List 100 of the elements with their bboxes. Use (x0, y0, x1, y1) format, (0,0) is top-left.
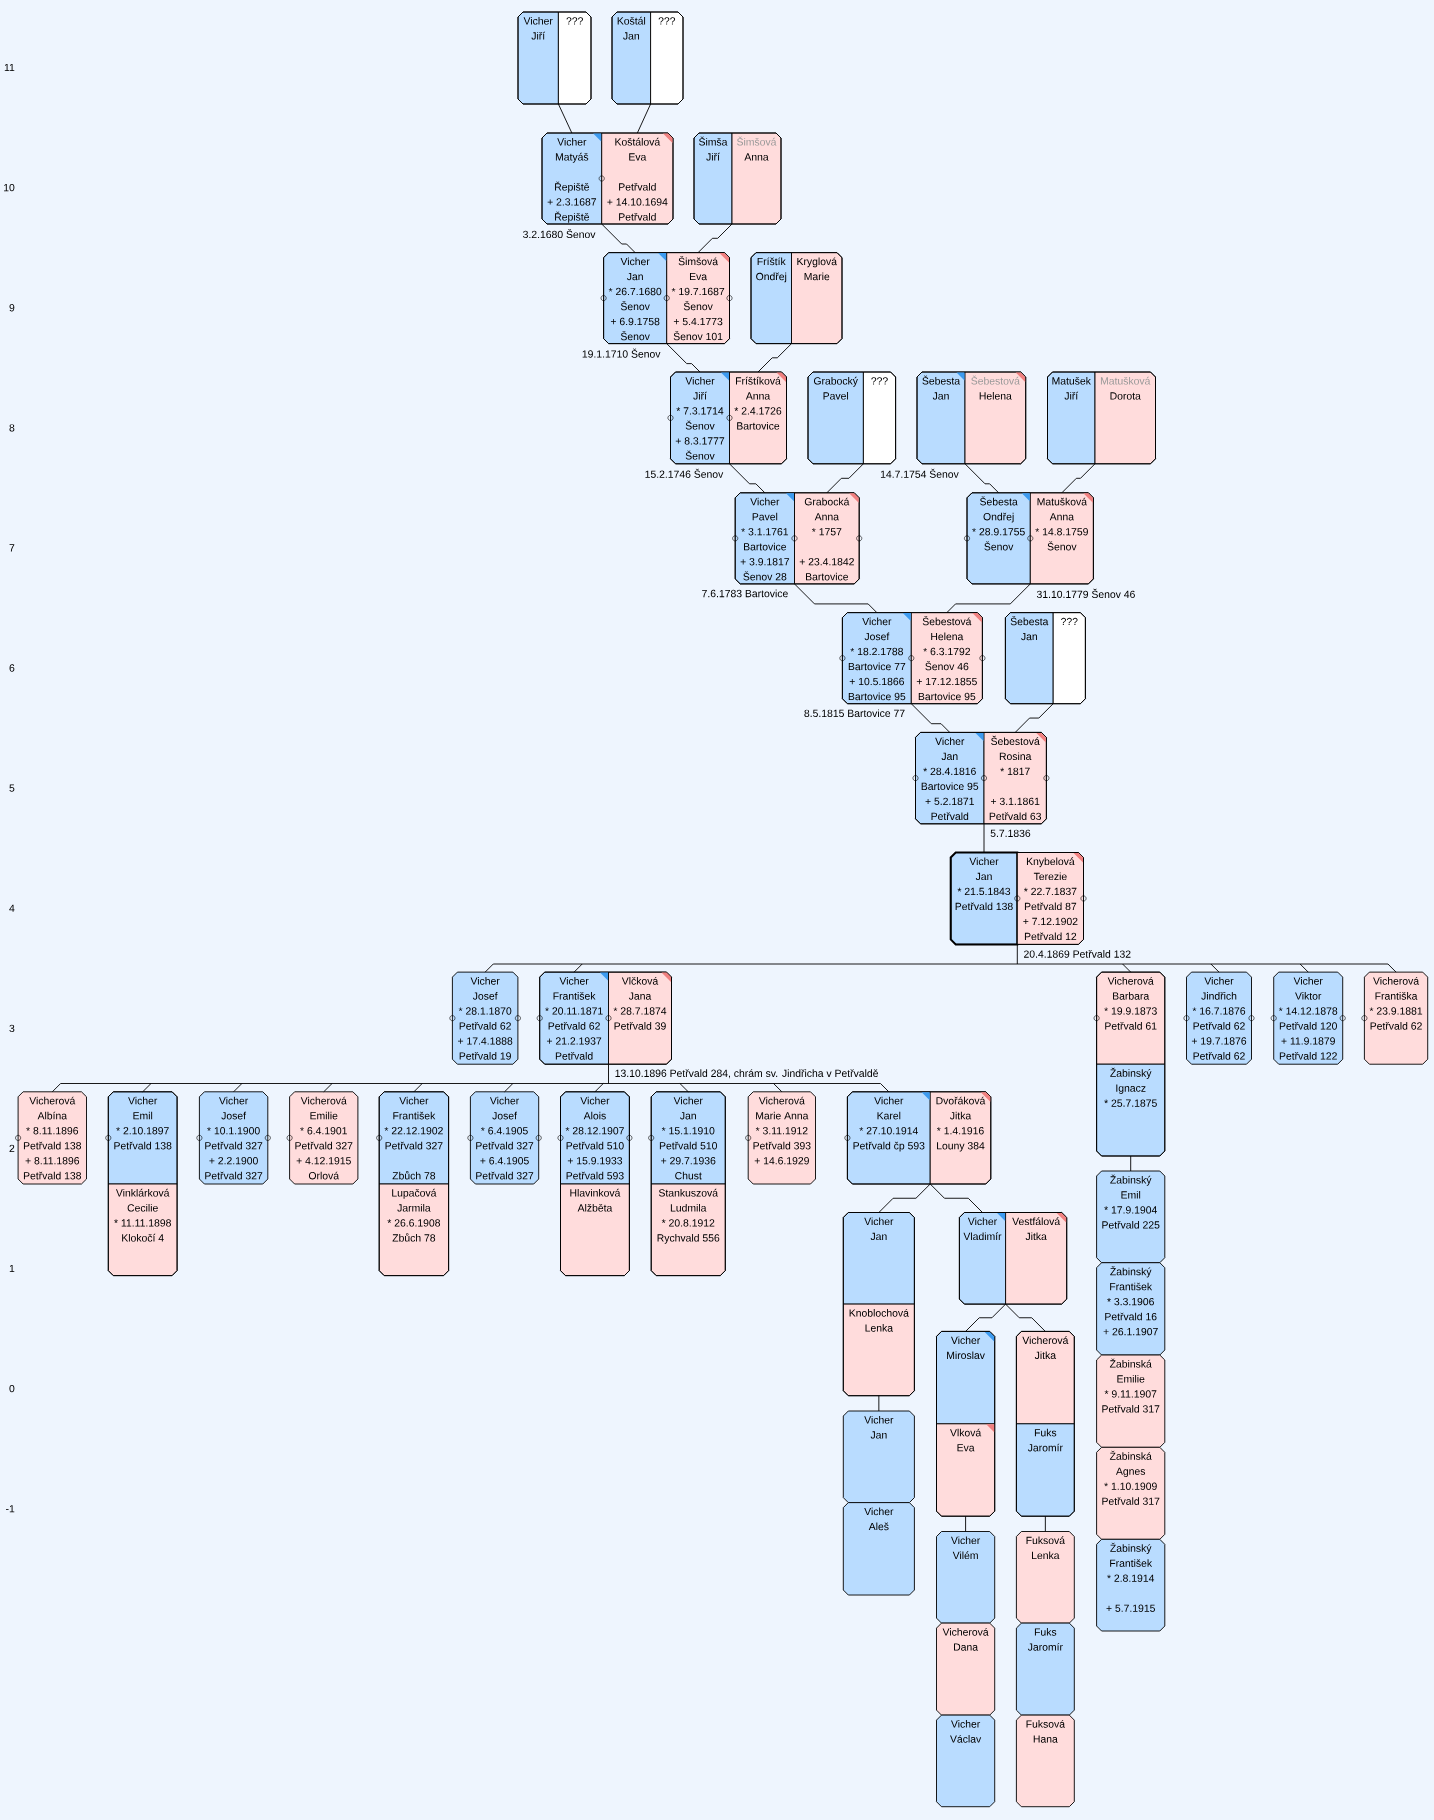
connector-line (1299, 963, 1309, 973)
person-box: Vestfálová Jitka (1005, 1212, 1068, 1305)
connector-line (504, 1083, 514, 1093)
person-box: Vicher Jan (842, 1410, 915, 1504)
date-label: 19.1.1710 Šenov (582, 348, 661, 358)
generation-number: 5 (9, 784, 15, 792)
person-box: Fríštík Ondřej (750, 252, 792, 345)
person-box: ??? (557, 11, 592, 105)
person-box: Fríštíková Anna * 2.4.1726 Bartovice (729, 371, 787, 465)
person-box: Vinklárková Cecilie * 11.11.1898 Klokočí 4 (107, 1183, 178, 1277)
generation-number: 11 (4, 63, 15, 72)
couple-box (846, 1091, 992, 1185)
connector-line (601, 223, 636, 254)
person-box: Vicher Jan * 28.4.1816 Bartovice 95 + 5.2.1871 Petřvald (915, 731, 985, 825)
connector-line (557, 103, 573, 134)
couple-box (966, 492, 1094, 585)
connector-line (929, 1183, 983, 1213)
person-box: Vicher Jan * 26.7.1680 Šenov + 6.9.1758 Šenov (603, 252, 668, 345)
connector-line (413, 1083, 423, 1093)
person-box: Vicher Karel * 27.10.1914 Petřvald čp 593 (846, 1091, 931, 1185)
person-box: Fuks Jaromír (1015, 1622, 1075, 1716)
person-box: ??? (1052, 612, 1086, 705)
person-box: Kryglová Marie (791, 252, 843, 345)
connector-line (878, 1395, 880, 1412)
date-label: 13.10.1896 Petřvald 284, chrám sv. Jindřicha v Petřvaldě (615, 1069, 878, 1079)
couple-box (1015, 1330, 1075, 1517)
person-box: Žabinská Emilie * 9.11.1907 Petřvald 317 (1096, 1354, 1166, 1448)
connector-line (60, 1063, 881, 1084)
connector-line (946, 583, 1031, 614)
person-box: Stankuszová Ludmila * 20.8.1912 Rychvald 556 (650, 1183, 726, 1277)
connector-line (636, 103, 652, 134)
person-box: Vicherová Albína * 8.11.1896 Petřvald 138 + 8.11.1896 Petřvald 138 (17, 1091, 87, 1185)
person-box: Vicherová Barbara * 19.9.1873 Petřvald 61 (1096, 971, 1166, 1065)
connector-line (983, 823, 985, 853)
connector-line (1044, 1515, 1046, 1532)
person-box: Vicher Pavel * 3.1.1761 Bartovice + 3.9.1817 Šenov 28 (734, 492, 795, 585)
generation-number: 0 (9, 1384, 15, 1393)
connector-line (679, 1083, 689, 1093)
person-box: Matušková Anna * 14.8.1759 Šenov (1029, 492, 1094, 585)
couple-box (750, 252, 843, 345)
person-box: ??? (862, 371, 897, 465)
connector-line (910, 703, 951, 733)
person-box: Vicher Vilém (936, 1531, 996, 1624)
person-box: Koštál Jan (611, 11, 652, 105)
person-box: Vicher Václav (936, 1714, 996, 1808)
generation-number: 6 (9, 664, 15, 672)
person-box: Grabocká Anna * 1757 + 23.4.1842 Bartovice (794, 492, 860, 585)
couple-box (841, 612, 983, 705)
couple-box (958, 1212, 1068, 1305)
person-box: Vicher Jan * 21.5.1843 Petřvald 138 (949, 851, 1019, 946)
connector-line (1005, 1303, 1046, 1332)
couple-box (950, 852, 1084, 945)
generation-number: 3 (9, 1024, 15, 1032)
couple-box (1047, 371, 1156, 465)
connector-line (1387, 963, 1397, 973)
person-box: Hlavinková Alžběta (560, 1183, 630, 1277)
person-box: Vicher František * 22.12.1902 Petřvald 327 Zbůch 78 (378, 1091, 450, 1185)
generation-number: 9 (9, 304, 15, 312)
person-box: Šebesta Jan (1004, 612, 1054, 705)
couple-box (560, 1091, 630, 1277)
generation-number: 7 (9, 544, 15, 552)
connector-line (697, 223, 733, 254)
couple-box (611, 11, 684, 105)
date-label: 3.2.1680 Šenov (523, 228, 596, 239)
person-box: Vicher Alois * 28.12.1907 Petřvald 510 + 15.9.1933 Petřvald 593 (560, 1091, 630, 1185)
connector-line (323, 1083, 333, 1093)
couple-box (541, 132, 674, 225)
person-box: Žabinská Agnes * 1.10.1909 Petřvald 317 (1096, 1446, 1166, 1540)
couple-box (693, 132, 782, 225)
couple-box (807, 371, 897, 465)
date-label: 14.7.1754 Šenov (880, 468, 959, 478)
person-box: Vicher František * 20.11.1871 Petřvald 62 + 21.2.1937 Petřvald (539, 971, 609, 1065)
person-box: Fuksová Lenka (1015, 1531, 1075, 1624)
generation-number: 10 (4, 183, 15, 192)
person-box: Vlčková Jana * 28.7.1874 Petřvald 39 (608, 971, 672, 1065)
date-label: 20.4.1869 Petřvald 132 (1024, 950, 1131, 958)
person-box: ??? (650, 11, 684, 105)
person-box: Vicher Miroslav (936, 1330, 996, 1425)
connector-line (492, 943, 1389, 965)
generation-number: 8 (9, 424, 15, 432)
person-box: Vicher Jiří * 7.3.1714 Šenov + 8.3.1777 Šenov (670, 371, 730, 465)
connector-line (757, 343, 792, 373)
couple-box (539, 971, 672, 1065)
person-box: Matušek Jiří (1047, 371, 1096, 465)
generation-number: -1 (6, 1505, 15, 1513)
connector-line (773, 1083, 783, 1093)
person-box: Knybelová Terezie * 22.7.1837 Petřvald 87 + 7.12.1902 Petřvald 12 (1016, 852, 1084, 945)
date-label: 7.6.1783 Bartovice (702, 589, 788, 598)
person-box: Vicherová Františka * 23.9.1881 Petřvald 62 (1363, 971, 1429, 1065)
person-box: Vicherová Emilie * 6.4.1901 Petřvald 327 + 4.12.1915 Orlová (289, 1091, 359, 1185)
date-label: 15.2.1746 Šenov (645, 468, 724, 478)
generation-number: 1 (9, 1264, 15, 1273)
person-box: Fuks Jaromír (1015, 1423, 1075, 1517)
connector-line (826, 463, 864, 494)
person-box: Šebestová Helena * 6.3.1792 Šenov 46 + 17.12.1855 Bartovice 95 (910, 612, 983, 705)
connector-line (965, 1515, 967, 1532)
couple-box (603, 252, 730, 345)
person-box: Matušková Dorota (1094, 371, 1156, 465)
connector-line (880, 1083, 890, 1093)
person-box: Vicher Emil * 2.10.1897 Petřvald 138 (107, 1091, 178, 1185)
